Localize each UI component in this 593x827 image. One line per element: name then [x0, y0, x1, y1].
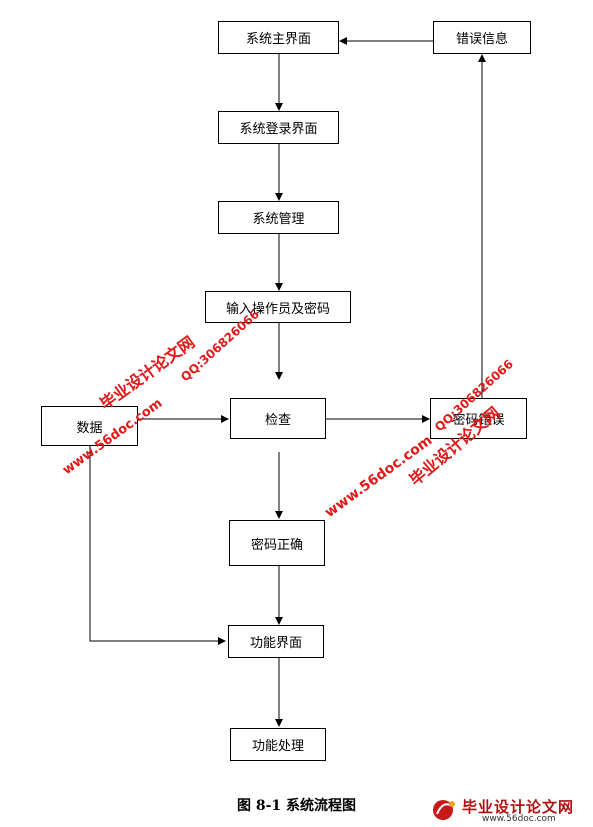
node-function-process: 功能处理 [230, 728, 326, 761]
figure-caption: 图 8-1 系统流程图 [236, 798, 357, 814]
arrow-data-to-function [89, 446, 226, 645]
logo-text: 毕业设计论文网 [462, 798, 575, 816]
node-function-ui: 功能界面 [228, 625, 324, 658]
node-main-ui: 系统主界面 [218, 21, 339, 54]
node-system-manage: 系统管理 [218, 201, 339, 234]
node-login-ui: 系统登录界面 [218, 111, 339, 144]
node-error-info: 错误信息 [433, 21, 531, 54]
node-password-error: 密码错误 [430, 398, 527, 439]
node-input-operator: 输入操作员及密码 [205, 291, 351, 323]
node-password-correct: 密码正确 [229, 520, 325, 566]
node-data: 数据 [41, 406, 138, 446]
site-logo: 毕业设计论文网 www.56doc.com [432, 796, 590, 826]
logo-mark-icon [433, 800, 455, 820]
node-check: 检查 [230, 398, 326, 439]
logo-url: www.56doc.com [482, 814, 556, 824]
